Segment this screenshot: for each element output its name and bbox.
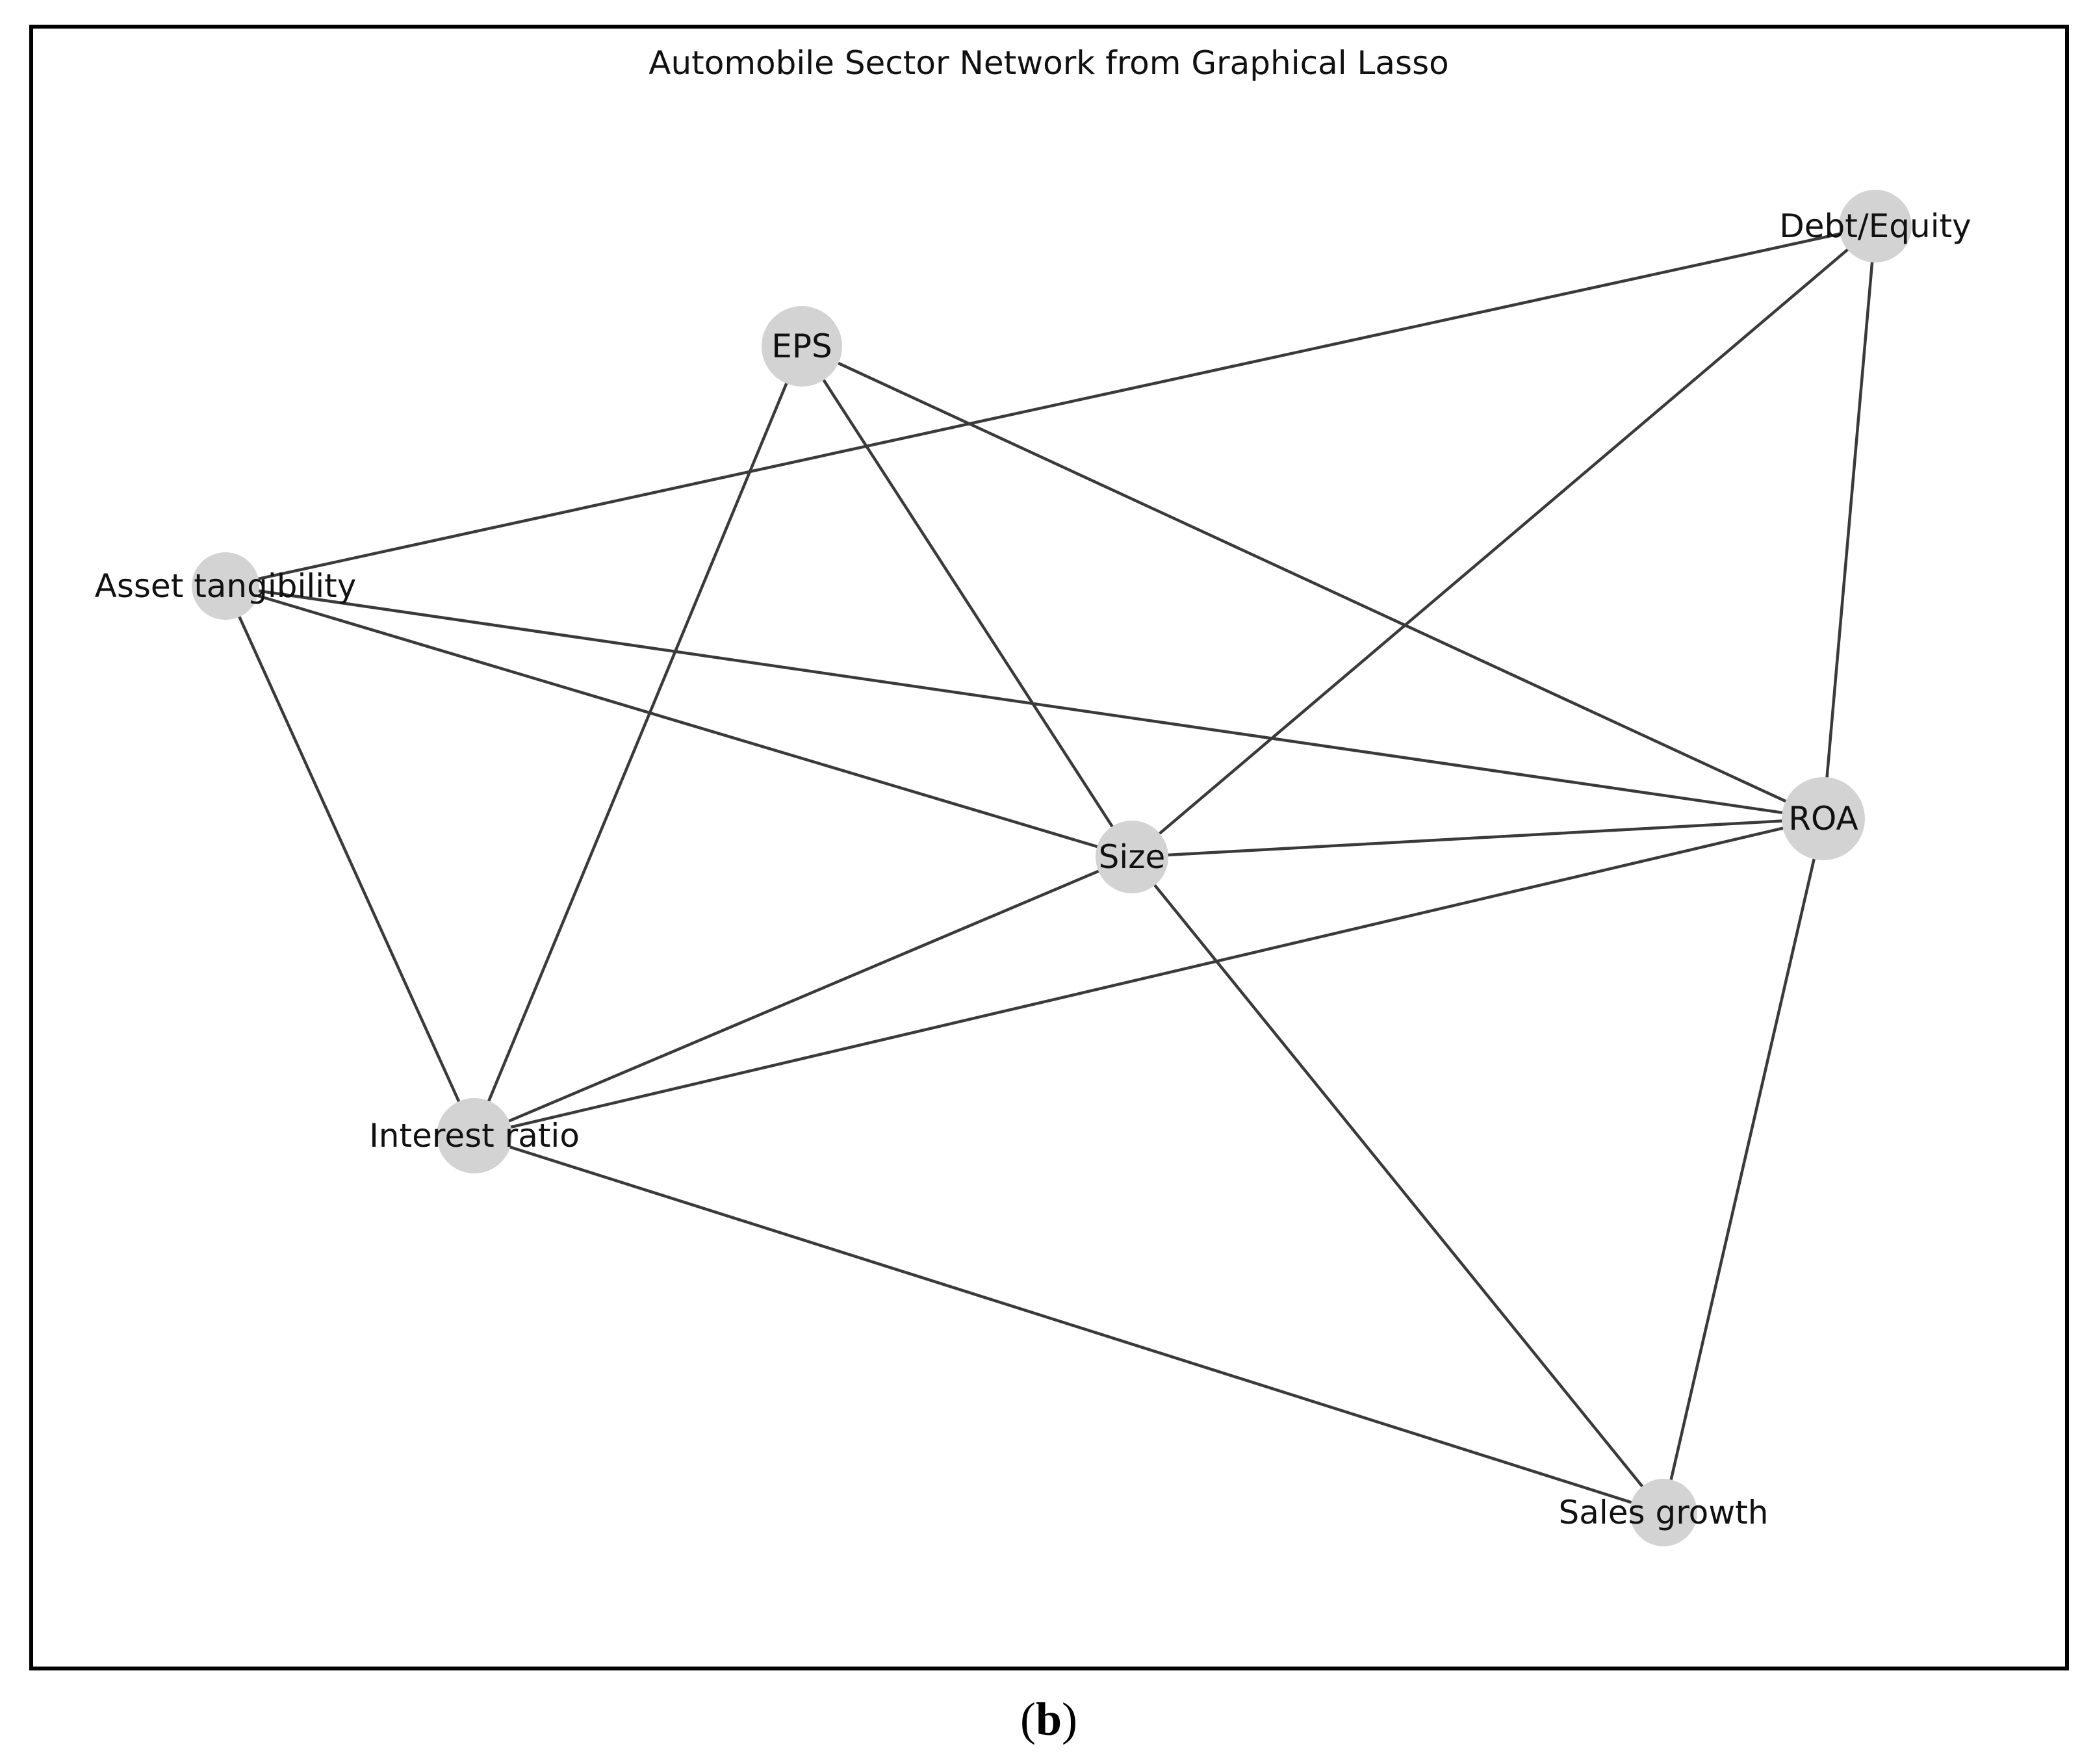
node-roa: ROA	[1782, 777, 1865, 860]
edge-size-roa	[1131, 817, 1824, 859]
node-label-debt_equity: Debt/Equity	[1779, 207, 1971, 245]
plot-frame	[29, 25, 2069, 1670]
edge-roa-interest_ratio	[474, 817, 1824, 1138]
edge-size-interest_ratio	[474, 855, 1133, 1138]
diagram-title: Automobile Sector Network from Graphical…	[648, 44, 1448, 82]
node-label-sales_growth: Sales growth	[1559, 1494, 1769, 1531]
caption-letter: b	[1036, 1693, 1062, 1745]
node-label-interest_ratio: Interest ratio	[369, 1117, 580, 1155]
node-interest_ratio: Interest ratio	[369, 1098, 580, 1173]
node-circle-sales_growth	[1630, 1479, 1697, 1546]
edge-eps-roa	[801, 344, 1824, 821]
node-circle-interest_ratio	[437, 1098, 512, 1173]
node-label-roa: ROA	[1788, 800, 1858, 837]
edge-asset_tangibility-debt_equity	[225, 224, 1876, 588]
node-circle-roa	[1782, 777, 1865, 860]
node-circle-eps	[762, 306, 842, 387]
caption-close-paren: )	[1062, 1693, 1077, 1745]
node-debt_equity: Debt/Equity	[1779, 190, 1971, 262]
edges-layer	[224, 224, 1877, 1515]
node-size: Size	[1096, 821, 1168, 893]
edge-roa-sales_growth	[1662, 818, 1825, 1513]
node-circle-debt_equity	[1839, 190, 1912, 262]
caption-open-paren: (	[1020, 1693, 1036, 1745]
node-label-size: Size	[1099, 838, 1166, 876]
edge-eps-size	[801, 345, 1133, 858]
edge-debt_equity-roa	[1821, 225, 1877, 819]
edge-asset_tangibility-size	[225, 584, 1133, 859]
node-eps: EPS	[762, 306, 842, 387]
node-label-asset_tangibility: Asset tangibility	[95, 567, 357, 605]
node-sales_growth: Sales growth	[1559, 1479, 1769, 1546]
node-asset_tangibility: Asset tangibility	[95, 552, 357, 620]
figure-caption: (b)	[1020, 1693, 1077, 1745]
edge-interest_ratio-sales_growth	[474, 1134, 1664, 1515]
node-circle-size	[1096, 821, 1168, 893]
edge-asset_tangibility-roa	[225, 584, 1824, 821]
node-label-eps: EPS	[771, 327, 832, 365]
edge-debt_equity-size	[1131, 225, 1877, 858]
edge-eps-interest_ratio	[472, 346, 804, 1136]
node-circle-asset_tangibility	[192, 552, 259, 620]
edge-size-sales_growth	[1131, 856, 1665, 1514]
edge-asset_tangibility-interest_ratio	[224, 585, 476, 1136]
